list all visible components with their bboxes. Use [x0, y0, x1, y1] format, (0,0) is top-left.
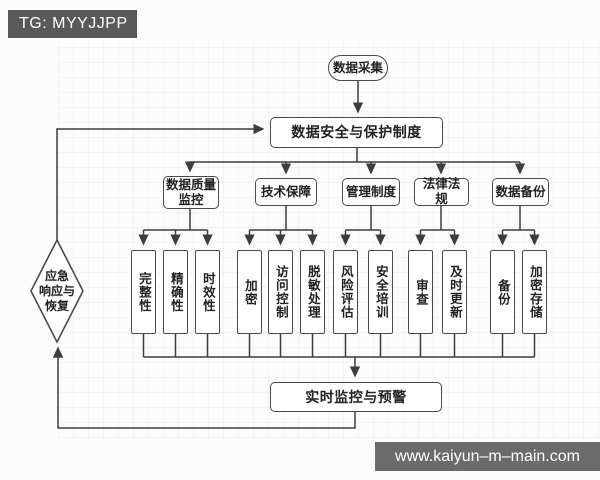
node-backup: 备份 [490, 250, 515, 334]
node-category-data-quality-monitoring: 数据质量监控 [163, 176, 219, 209]
node-timely-update: 及时更新 [442, 250, 467, 334]
node-review: 审查 [408, 250, 433, 334]
node-category-technical-safeguard: 技术保障 [255, 178, 317, 206]
node-realtime-monitoring-warning: 实时监控与预警 [270, 382, 442, 412]
node-risk-assessment: 风险评估 [333, 250, 358, 334]
node-category-management-system: 管理制度 [342, 178, 400, 206]
node-completeness: 完整性 [131, 250, 156, 334]
website-watermark-bar: www.kaiyun–m–main.com [375, 442, 600, 471]
node-security-training: 安全培训 [368, 250, 393, 334]
node-emergency-response-recovery: 应急 响应与 恢复 [27, 269, 87, 314]
emergency-label-line3: 恢复 [44, 299, 69, 313]
telegram-watermark-banner: TG: MYYJJPP [8, 10, 137, 38]
node-encrypted-storage: 加密存储 [522, 250, 547, 334]
node-encryption: 加密 [237, 250, 262, 334]
node-accuracy: 精确性 [163, 250, 188, 334]
node-data-security-policy: 数据安全与保护制度 [270, 117, 443, 148]
node-timeliness: 时效性 [195, 250, 220, 334]
node-category-data-backup: 数据备份 [492, 178, 549, 206]
node-data-collection: 数据采集 [328, 55, 388, 81]
node-category-laws-regulations: 法律法规 [414, 177, 469, 206]
emergency-label-line2: 响应与 [38, 284, 75, 298]
emergency-label-line1: 应急 [44, 269, 69, 283]
node-access-control: 访问控制 [268, 250, 293, 334]
node-data-masking: 脱敏处理 [300, 250, 325, 334]
